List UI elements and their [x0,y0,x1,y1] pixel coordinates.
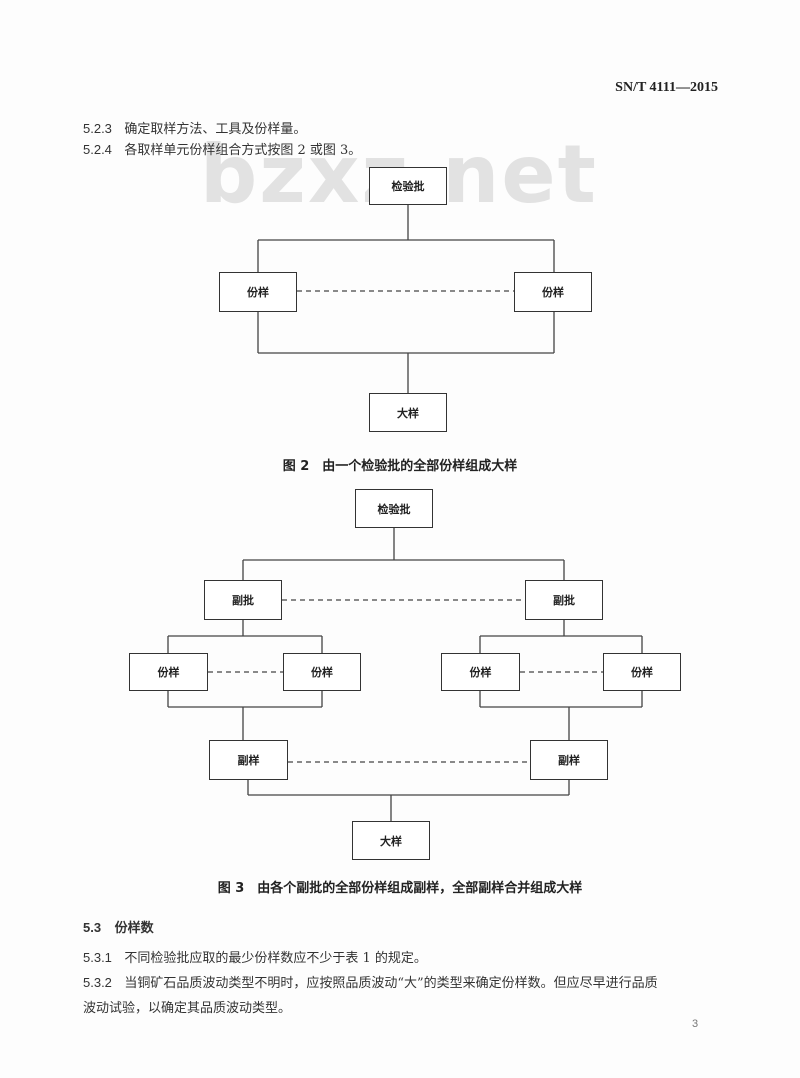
node-increment-right: 份样 [514,272,592,312]
node-increment: 份样 [129,653,208,691]
page-number: 3 [692,1018,699,1030]
clause-number: 5.3.1 [83,950,112,965]
node-gross-sample: 大样 [369,393,447,432]
node-inspection-lot: 检验批 [355,489,433,528]
node-sub-lot-right: 副批 [525,580,603,620]
node-subsample-left: 副样 [209,740,288,780]
clause-number: 5.2.3 [83,121,112,136]
node-increment: 份样 [441,653,520,691]
clause-text: 各取样单元份样组合方式按图 2 或图 3。 [124,143,362,158]
clause-text: 当铜矿石品质波动类型不明时，应按照品质波动“大”的类型来确定份样数。但应尽早进行… [124,976,658,991]
figure-2-caption: 图 2 由一个检验批的全部份样组成大样 [282,459,518,474]
clause-5-2-4: 5.2.4 各取样单元份样组合方式按图 2 或图 3。 [83,139,361,158]
clause-5-3-2-continued: 波动试验，以确定其品质波动类型。 [83,1001,292,1016]
section-number: 5.3 [83,920,102,935]
node-increment: 份样 [283,653,361,691]
clause-5-3-1: 5.3.1 不同检验批应取的最少份样数应不少于表 1 的规定。 [83,947,427,966]
clause-5-3-2: 5.3.2 当铜矿石品质波动类型不明时，应按照品质波动“大”的类型来确定份样数。… [83,972,658,991]
section-title: 份样数 [114,921,154,936]
node-inspection-lot: 检验批 [369,167,447,205]
section-heading: 5.3 份样数 [83,917,154,936]
node-gross-sample: 大样 [352,821,430,860]
clause-text: 确定取样方法、工具及份样量。 [124,122,307,137]
clause-number: 5.2.4 [83,142,112,157]
node-increment-left: 份样 [219,272,297,312]
node-increment: 份样 [603,653,681,691]
clause-number: 5.3.2 [83,975,112,990]
figure-3-caption: 图 3 由各个副批的全部份样组成副样，全部副样合并组成大样 [217,881,583,896]
clause-text: 不同检验批应取的最少份样数应不少于表 1 的规定。 [124,951,427,966]
node-sub-lot-left: 副批 [204,580,282,620]
node-subsample-right: 副样 [530,740,608,780]
clause-5-2-3: 5.2.3 确定取样方法、工具及份样量。 [83,118,306,137]
standard-code: SN/T 4111—2015 [615,80,718,95]
